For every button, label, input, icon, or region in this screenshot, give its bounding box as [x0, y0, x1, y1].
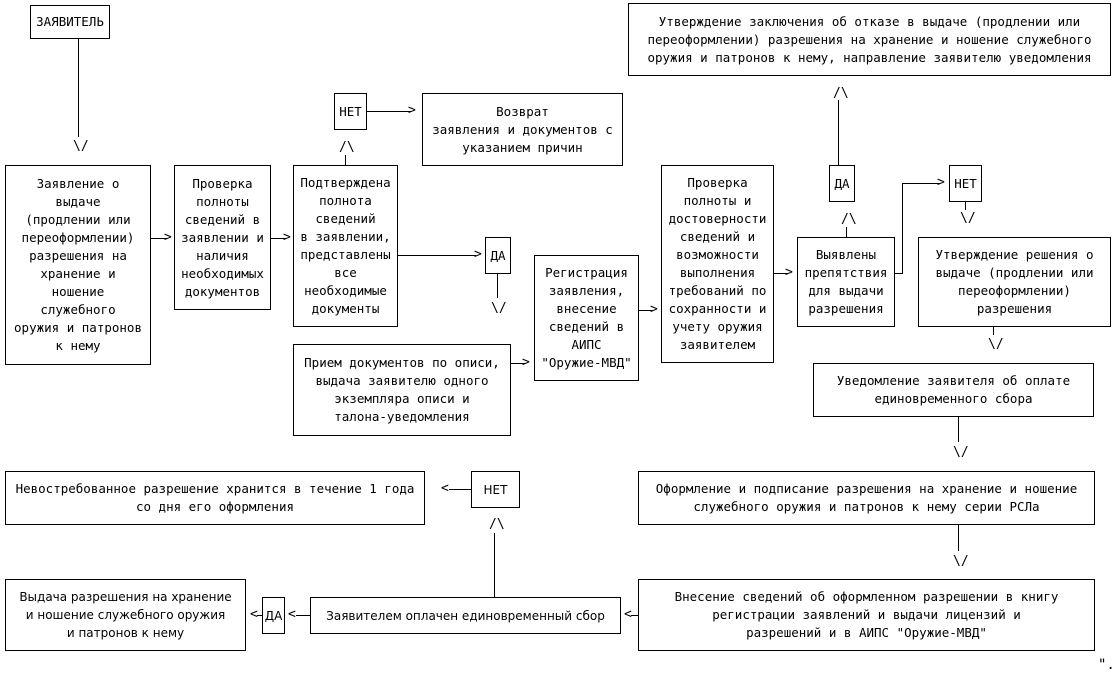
node-application: Заявление о выдаче (продлении или переоф… — [5, 165, 151, 365]
arrow-up-icon: /\ — [841, 212, 857, 227]
arrow-down-icon: \/ — [960, 211, 976, 226]
node-refusal: Утверждение заключения об отказе в выдач… — [628, 3, 1111, 76]
node-yes-1: ДА — [485, 237, 511, 274]
node-applicant: ЗАЯВИТЕЛЬ — [30, 5, 110, 39]
connector-issue-record — [958, 525, 959, 551]
connector-obstacles-no-c — [902, 183, 940, 184]
trailing-quote-mark: ". — [1098, 657, 1115, 673]
node-return-docs: Возврат заявления и документов с указани… — [422, 93, 623, 166]
node-check-completeness: Проверка полноты сведений в заявлении и … — [174, 165, 271, 310]
node-receive-docs: Прием документов по описи, выдача заявит… — [293, 344, 511, 436]
node-yes-3: ДА — [262, 597, 285, 634]
arrow-right-icon: > — [785, 265, 793, 280]
node-no-3: НЕТ — [471, 471, 520, 508]
arrow-right-icon: > — [937, 175, 945, 190]
arrow-right-icon: > — [522, 355, 530, 370]
arrow-left-icon: < — [624, 607, 632, 622]
arrow-left-icon: < — [250, 607, 258, 622]
arrow-up-icon: /\ — [833, 86, 849, 101]
arrow-right-icon: > — [164, 230, 172, 245]
connector-yes-deliver — [257, 615, 262, 616]
connector-no-unclaimed — [449, 489, 471, 490]
connector-yes-refusal — [838, 100, 839, 165]
node-yes-2: ДА — [829, 165, 855, 202]
arrow-right-icon: > — [408, 103, 416, 118]
node-deliver-permit: Выдача разрешения на хранение и ношение … — [5, 579, 246, 651]
node-approve-issue: Утверждение решения о выдаче (продлении … — [918, 237, 1111, 327]
connector-obstacles-yes — [846, 227, 847, 237]
connector-confirmed-no — [345, 155, 346, 165]
connector-approve-notify — [993, 327, 994, 335]
connector-no-return — [367, 111, 411, 112]
arrow-up-icon: /\ — [339, 140, 355, 155]
arrow-up-icon: /\ — [489, 517, 505, 532]
arrow-down-icon: \/ — [953, 554, 969, 569]
arrow-left-icon: < — [288, 607, 296, 622]
node-record-permit: Внесение сведений об оформленном разреше… — [638, 579, 1095, 651]
arrow-down-icon: \/ — [988, 337, 1004, 352]
connector-obstacles-no-a — [895, 273, 902, 274]
connector-application-check — [151, 238, 167, 239]
node-obstacles-decision: Выявлены препятствия для выдачи разрешен… — [797, 237, 895, 327]
node-fee-paid-decision: Заявителем оплачен единовременный сбор — [310, 597, 621, 634]
arrow-left-icon: < — [441, 481, 449, 496]
connector-notify-issue — [958, 417, 959, 442]
connector-check-confirmed — [271, 238, 286, 239]
connector-yes-down — [497, 274, 498, 298]
connector-feepaid-no — [494, 533, 495, 597]
arrow-down-icon: \/ — [491, 301, 507, 316]
arrow-right-icon: > — [474, 247, 482, 262]
arrow-down-icon: \/ — [953, 445, 969, 460]
connector-receive-registration — [511, 363, 525, 364]
arrow-right-icon: > — [283, 230, 291, 245]
connector-applicant-application — [78, 39, 79, 137]
node-unclaimed: Невостребованное разрешение хранится в т… — [5, 471, 425, 525]
arrow-right-icon: > — [650, 302, 658, 317]
node-notify-fee: Уведомление заявителя об оплате единовре… — [813, 363, 1094, 417]
node-no-1: НЕТ — [334, 93, 367, 130]
connector-confirmed-yes — [398, 255, 476, 256]
node-check-reliability: Проверка полноты и достоверности сведени… — [661, 165, 774, 363]
node-confirmed-decision: Подтверждена полнота сведений в заявлени… — [293, 165, 398, 327]
connector-registration-check — [639, 310, 653, 311]
node-issue-permit: Оформление и подписание разрешения на хр… — [638, 471, 1095, 525]
node-no-2: НЕТ — [949, 165, 982, 202]
arrow-down-icon: \/ — [73, 139, 89, 154]
connector-check-obstacles — [774, 273, 788, 274]
node-registration: Регистрация заявления, внесение сведений… — [534, 255, 639, 381]
connector-obstacles-no-b — [902, 183, 903, 274]
connector-no-approve — [965, 202, 966, 210]
connector-feepaid-yes — [296, 615, 310, 616]
connector-record-feepaid — [631, 615, 638, 616]
